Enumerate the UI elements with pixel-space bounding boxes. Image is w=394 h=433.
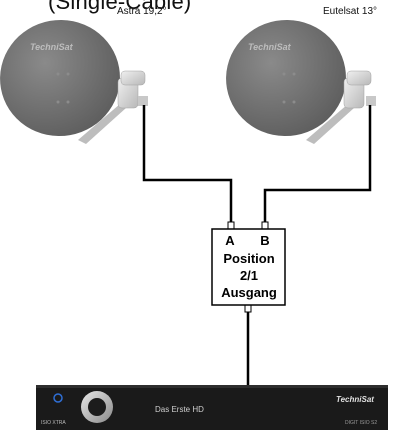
- power-led-icon: [53, 393, 63, 403]
- receiver-display: Das Erste HD: [155, 405, 204, 414]
- eutelsat-label: Eutelsat 13°: [323, 6, 378, 17]
- cable-right: [263, 105, 372, 222]
- receiver-model: DIGIT ISIO S2: [345, 420, 377, 426]
- lnb-right: [343, 70, 376, 109]
- dish-left: TechniSat: [0, 19, 148, 144]
- header-fragment: (Single-Cable): [48, 0, 192, 14]
- lnb-left: [117, 70, 148, 109]
- switch-line-ratio: 2/1: [240, 268, 258, 283]
- receiver-brand: TechniSat: [336, 395, 374, 404]
- astra-label: Astra 19,2°: [117, 6, 167, 17]
- output-connector: [244, 304, 252, 313]
- switch-line-output: Ausgang: [221, 285, 277, 300]
- receiver-badge: ISIO XTRA: [41, 420, 66, 426]
- receiver: ISIO XTRA Das Erste HD TechniSat DIGIT I…: [36, 385, 388, 430]
- switch-line-position: Position: [223, 251, 274, 266]
- port-b-connector: [261, 221, 269, 230]
- port-a-connector: [227, 221, 235, 230]
- dish-right: TechniSat: [226, 19, 376, 144]
- dish-right-brand: TechniSat: [248, 42, 292, 52]
- diseqc-switch: A B Position 2/1 Ausgang: [211, 228, 286, 306]
- cable-left: [142, 105, 233, 222]
- port-a-label: A: [225, 233, 235, 248]
- dish-left-brand: TechniSat: [30, 42, 74, 52]
- port-b-label: B: [260, 233, 269, 248]
